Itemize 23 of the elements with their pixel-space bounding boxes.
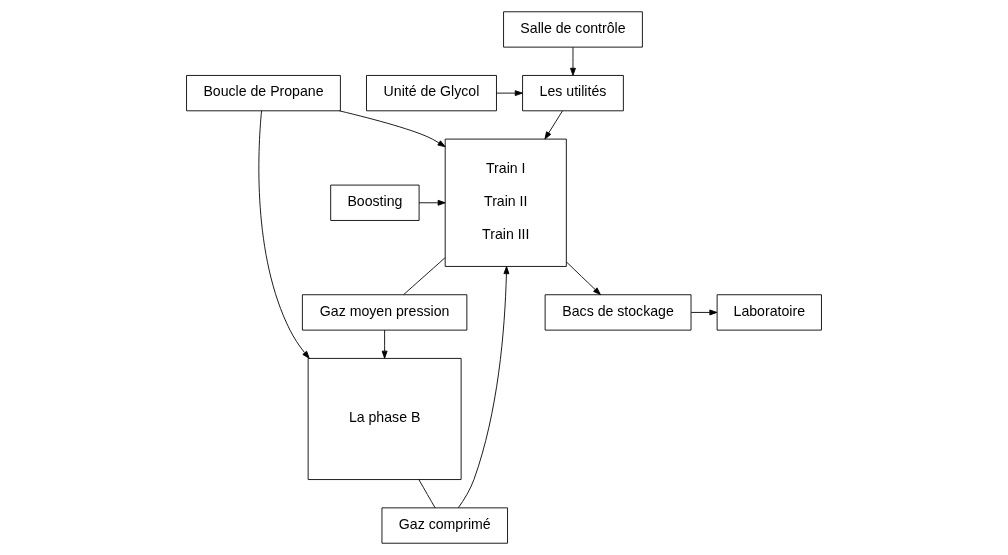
node-box: Boosting xyxy=(330,184,420,221)
connector xyxy=(418,479,436,509)
arrow xyxy=(381,329,388,359)
node-box: Gaz moyen pression xyxy=(301,294,468,331)
arrow xyxy=(418,199,446,206)
node-box: Les utilités xyxy=(522,75,624,112)
node-box: Boucle de Propane xyxy=(186,75,341,112)
node-box: Salle de contrôle xyxy=(503,11,643,48)
node-box: Bacs de stockage xyxy=(544,294,692,331)
node-box: Unité de Glycol xyxy=(366,75,497,112)
arrow xyxy=(258,110,310,359)
connector xyxy=(403,257,446,295)
arrow xyxy=(544,110,563,140)
node-box: Gaz comprimé xyxy=(381,507,508,544)
arrow xyxy=(496,90,523,97)
node-box: La phase B xyxy=(307,357,462,480)
arrow xyxy=(570,46,576,76)
arrow xyxy=(457,266,510,509)
node-box: Train I Train II Train III xyxy=(444,138,567,267)
arrow xyxy=(690,309,718,316)
arrow xyxy=(566,261,601,295)
arrow xyxy=(339,110,446,148)
node-box: Laboratoire xyxy=(716,294,822,331)
